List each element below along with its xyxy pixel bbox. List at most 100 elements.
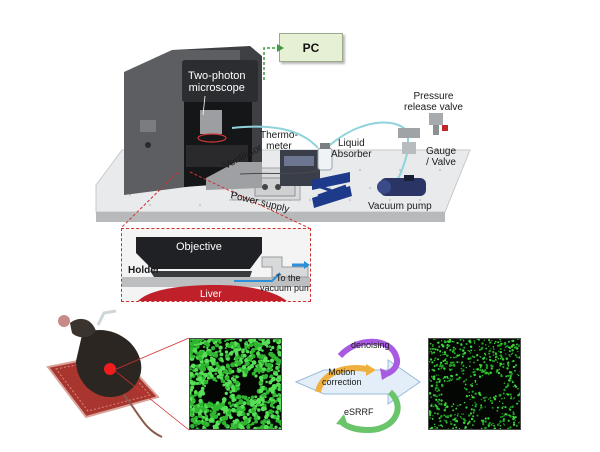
- cell-signal: [436, 426, 439, 429]
- cell-signal: [256, 397, 261, 403]
- cell-signal: [473, 342, 476, 344]
- cell-signal: [272, 406, 275, 409]
- cell-signal: [486, 358, 488, 360]
- cell-signal: [223, 368, 229, 375]
- cell-signal: [443, 419, 445, 421]
- cell-signal: [200, 389, 204, 394]
- cell-signal: [218, 357, 221, 361]
- cell-signal: [247, 396, 251, 400]
- cell-signal: [488, 352, 491, 355]
- cell-signal: [227, 401, 232, 405]
- cell-signal: [240, 404, 245, 409]
- pc-box: PC: [279, 33, 343, 62]
- cell-signal: [454, 414, 456, 416]
- cell-signal: [512, 359, 515, 362]
- cell-signal: [432, 375, 436, 378]
- cell-signal: [463, 401, 466, 404]
- cell-signal: [231, 388, 236, 393]
- objective-turret: [200, 110, 222, 134]
- cell-signal: [258, 375, 264, 380]
- cell-signal: [499, 347, 502, 351]
- cell-signal: [497, 361, 499, 363]
- cell-signal: [446, 416, 450, 419]
- cell-signal: [494, 352, 497, 355]
- cell-signal: [498, 422, 500, 425]
- cell-signal: [189, 410, 194, 415]
- cell-signal: [471, 396, 474, 399]
- cell-signal: [448, 340, 451, 344]
- cell-signal: [450, 374, 453, 378]
- cell-signal: [435, 398, 438, 401]
- cell-signal: [465, 342, 468, 346]
- cell-signal: [516, 343, 518, 346]
- cell-signal: [242, 353, 247, 358]
- cell-signal: [429, 358, 433, 361]
- cell-signal: [223, 420, 226, 424]
- cell-signal: [508, 374, 511, 376]
- cell-signal: [440, 404, 443, 406]
- cell-signal: [439, 363, 442, 366]
- cell-signal: [218, 340, 222, 344]
- cell-signal: [479, 356, 481, 358]
- cell-signal: [277, 397, 282, 403]
- cell-signal: [470, 408, 473, 411]
- cell-signal: [195, 382, 199, 385]
- cell-signal: [268, 345, 272, 348]
- cell-signal: [469, 383, 472, 386]
- cell-signal: [197, 420, 201, 424]
- cell-signal: [512, 385, 515, 388]
- cell-signal: [454, 348, 457, 350]
- cell-signal: [512, 398, 514, 400]
- cell-signal: [452, 403, 455, 406]
- cell-signal: [498, 350, 500, 353]
- cell-signal: [189, 388, 193, 392]
- cell-signal: [489, 400, 492, 402]
- cell-signal: [233, 403, 238, 408]
- cell-signal: [244, 418, 249, 424]
- vacuum-pump: [380, 178, 426, 196]
- cell-signal: [505, 353, 507, 355]
- cell-signal: [438, 402, 441, 405]
- cell-signal: [268, 351, 274, 357]
- cell-signal: [512, 423, 516, 426]
- cell-signal: [488, 355, 492, 359]
- cell-signal: [210, 417, 215, 422]
- cell-signal: [502, 365, 505, 369]
- cell-signal: [251, 360, 257, 365]
- cell-signal: [216, 375, 221, 379]
- cell-signal: [442, 351, 444, 354]
- cell-signal: [516, 355, 518, 357]
- cell-signal: [450, 414, 453, 417]
- cell-signal: [488, 422, 491, 425]
- cell-signal: [462, 340, 465, 342]
- cell-signal: [259, 360, 262, 363]
- cell-signal: [435, 381, 439, 384]
- cell-signal: [438, 398, 441, 401]
- cell-signal: [436, 390, 438, 392]
- cell-signal: [224, 339, 227, 343]
- cell-signal: [222, 380, 226, 383]
- motion-correction-arrow: [315, 365, 371, 393]
- cell-signal: [509, 408, 512, 411]
- cell-signal: [499, 354, 503, 357]
- cell-signal: [195, 352, 199, 355]
- cell-signal: [502, 419, 505, 422]
- cell-signal: [234, 352, 239, 356]
- cell-signal: [191, 339, 195, 342]
- cell-signal: [237, 400, 243, 405]
- zoom-line-left: [120, 171, 179, 229]
- cell-signal: [271, 345, 275, 350]
- cell-signal: [244, 348, 248, 351]
- liquid-absorber-bottle: [317, 147, 333, 171]
- cell-signal: [447, 344, 450, 348]
- cell-signal: [491, 359, 494, 362]
- cell-signal: [190, 354, 195, 359]
- cell-signal: [189, 401, 194, 406]
- cell-signal: [499, 340, 502, 343]
- cell-signal: [468, 414, 471, 417]
- cell-signal: [440, 424, 442, 427]
- cell-signal: [437, 387, 439, 389]
- cell-signal: [512, 415, 515, 418]
